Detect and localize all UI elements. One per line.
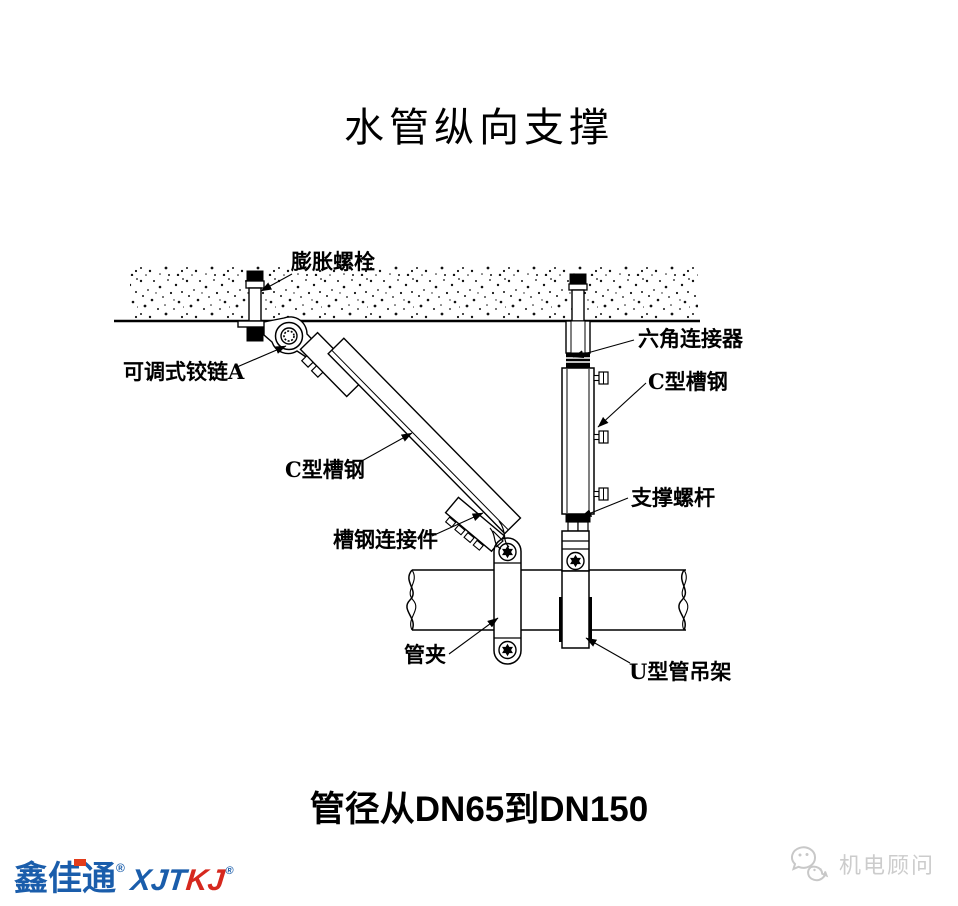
label-pipe-clamp: 管夹	[404, 642, 446, 667]
label-c-channel-vertical: C型槽钢	[648, 369, 728, 394]
label-u-pipe-hanger: U型管吊架	[629, 659, 731, 684]
registered-mark: ®	[116, 861, 125, 875]
rod-sleeve	[565, 320, 591, 354]
diagonal-c-channel	[327, 337, 522, 535]
channel-connector-plate	[444, 496, 506, 553]
u-pipe-hanger	[559, 530, 592, 649]
leader-support-rod	[580, 497, 629, 518]
wechat-icon	[791, 846, 829, 882]
brand-logo-xjtkj: XJTKJ®	[129, 864, 235, 897]
leader-channel-connector	[431, 512, 484, 537]
connector-tongue	[489, 520, 510, 550]
diagram-caption: 管径从DN65到DN150	[309, 790, 649, 829]
leader-c-channel-diagonal	[359, 432, 413, 463]
label-adjustable-hinge: 可调式铰链A	[123, 359, 245, 384]
leader-adjustable-hinge	[236, 345, 287, 368]
vertical-c-channel	[561, 367, 609, 515]
leader-pipe-clamp	[448, 617, 499, 655]
label-support-rod: 支撑螺杆	[631, 485, 715, 510]
label-hex-connector: 六角连接器	[638, 326, 744, 351]
leader-hex-connector	[572, 339, 635, 359]
watermark-text: 机电顾问	[839, 853, 936, 878]
leader-expansion-bolt	[260, 273, 293, 292]
wechat-watermark: 机电顾问	[790, 844, 935, 884]
ceiling-slab	[114, 266, 700, 323]
part-labels: 膨胀螺栓 可调式铰链A 六角连接器 C型槽钢 C型槽钢 槽钢连接件 支撑螺杆 管…	[123, 249, 744, 684]
pipe	[406, 569, 689, 631]
brand-logo-red-accent	[74, 859, 86, 866]
label-expansion-bolt: 膨胀螺栓	[291, 249, 375, 274]
registered-mark: ®	[224, 865, 235, 877]
brand-logo-xinjiatong-text: 鑫佳通	[14, 860, 116, 898]
pipe-clamp	[493, 537, 522, 665]
brand-logo-xinjiatong: 鑫佳通®	[14, 862, 125, 896]
channel-side-bolt	[593, 371, 609, 385]
brand-logo-xjtkj-red: KJ	[184, 864, 227, 897]
leader-lines	[236, 273, 647, 664]
label-c-channel-diagonal: C型槽钢	[285, 457, 365, 482]
support-rod	[565, 513, 591, 532]
channel-side-bolt	[593, 430, 609, 444]
page-title: 水管纵向支撑	[344, 105, 614, 151]
label-channel-connector: 槽钢连接件	[333, 527, 438, 552]
leader-c-channel-vertical	[597, 382, 647, 428]
leader-u-pipe-hanger	[585, 637, 631, 664]
brand-logo-xjtkj-blue: XJT	[129, 864, 188, 897]
expansion-bolt-right	[568, 273, 588, 322]
channel-side-bolt	[593, 487, 609, 501]
